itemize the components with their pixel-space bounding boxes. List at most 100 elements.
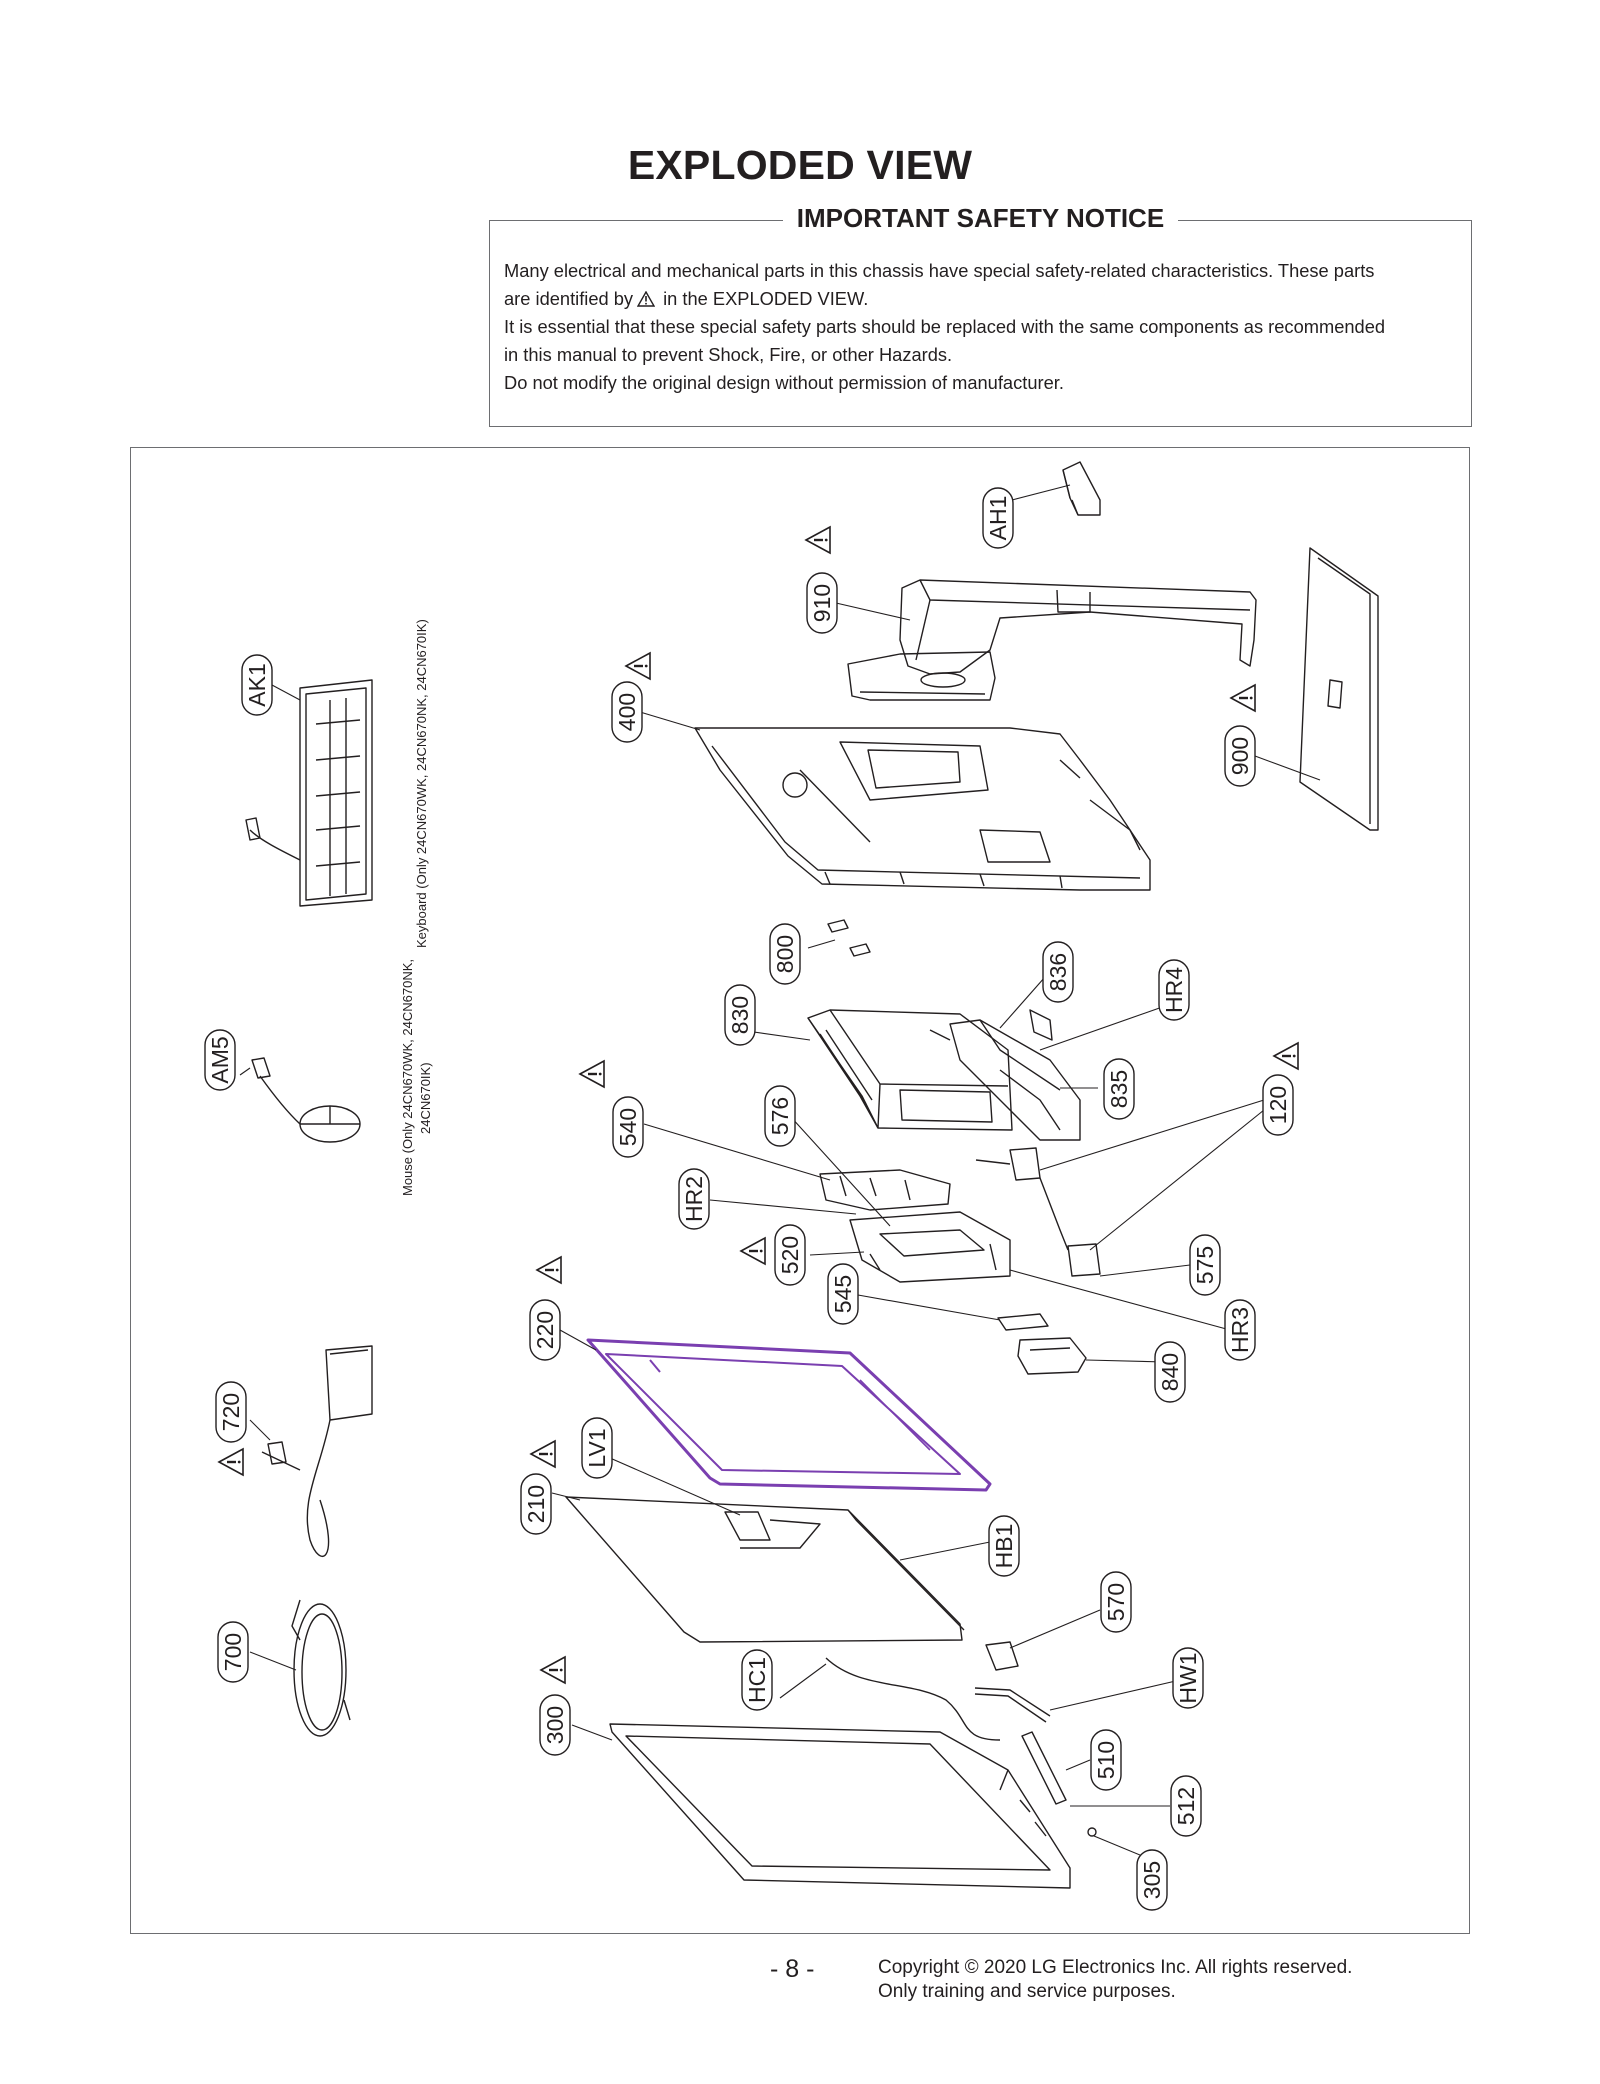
callout-ah1: AH1 bbox=[982, 487, 1014, 549]
callout-hr2: HR2 bbox=[678, 1168, 710, 1230]
warning-triangle-icon bbox=[529, 1439, 557, 1469]
mouse-note: Mouse (Only 24CN670WK, 24CN670NK, bbox=[400, 959, 415, 1196]
callout-label: 700 bbox=[220, 1633, 246, 1671]
callout-300: 300 bbox=[539, 1694, 571, 1756]
notice-line: Do not modify the original design withou… bbox=[504, 372, 1064, 393]
safety-symbols bbox=[217, 525, 1300, 1685]
warning-triangle-icon bbox=[1229, 683, 1257, 713]
callout-label: 720 bbox=[218, 1393, 244, 1431]
board-510-drawing bbox=[1021, 1731, 1067, 1805]
callout-label: 576 bbox=[767, 1097, 793, 1135]
bracket-840-drawing bbox=[1017, 1337, 1087, 1375]
callout-label: 545 bbox=[830, 1275, 856, 1313]
callout-120: 120 bbox=[1262, 1074, 1294, 1136]
copyright-text: Copyright © 2020 LG Electronics Inc. All… bbox=[878, 1957, 1353, 1978]
speakers-120-drawing bbox=[975, 1147, 1101, 1277]
callout-label: AM5 bbox=[207, 1036, 233, 1083]
base-plate-900-drawing bbox=[1299, 547, 1379, 831]
callout-540: 540 bbox=[612, 1096, 644, 1158]
shield-830-drawing bbox=[807, 1009, 1013, 1131]
callout-hb1: HB1 bbox=[988, 1515, 1020, 1577]
callout-label: AH1 bbox=[985, 496, 1011, 541]
mouse-am5-drawing bbox=[251, 1057, 361, 1143]
callout-840: 840 bbox=[1154, 1341, 1186, 1403]
callout-label: 305 bbox=[1139, 1861, 1165, 1899]
stand-arm-910-drawing bbox=[847, 579, 1257, 701]
warning-triangle-icon bbox=[1272, 1041, 1300, 1071]
callout-label: HW1 bbox=[1175, 1652, 1201, 1703]
callout-label: HC1 bbox=[744, 1657, 770, 1703]
callout-700: 700 bbox=[217, 1621, 249, 1683]
callout-label: 836 bbox=[1045, 953, 1071, 991]
bracket-ah1-drawing bbox=[1062, 461, 1101, 516]
mouse-note: 24CN670IK) bbox=[418, 1062, 433, 1134]
callout-lv1: LV1 bbox=[581, 1417, 613, 1479]
safety-notice-heading: IMPORTANT SAFETY NOTICE bbox=[782, 203, 1179, 233]
warning-triangle-icon bbox=[578, 1059, 606, 1089]
footer-copyright: Copyright © 2020 LG Electronics Inc. All… bbox=[878, 1956, 1352, 2004]
callout-570: 570 bbox=[1100, 1571, 1132, 1633]
callout-900: 900 bbox=[1224, 725, 1256, 787]
callout-label: 840 bbox=[1157, 1353, 1183, 1391]
callout-hr3: HR3 bbox=[1224, 1299, 1256, 1361]
warning-triangle-icon bbox=[804, 525, 832, 555]
page-title: EXPLODED VIEW bbox=[627, 142, 973, 188]
callout-305: 305 bbox=[1136, 1849, 1168, 1911]
callout-910: 910 bbox=[806, 572, 838, 634]
wire-hw1-drawing bbox=[974, 1687, 1051, 1723]
callout-label: 512 bbox=[1173, 1787, 1199, 1825]
callout-label: 800 bbox=[772, 935, 798, 973]
callout-830: 830 bbox=[724, 984, 756, 1046]
callout-512: 512 bbox=[1170, 1775, 1202, 1837]
callout-835: 835 bbox=[1103, 1058, 1135, 1120]
callout-label: 910 bbox=[809, 584, 835, 622]
warning-triangle-icon bbox=[217, 1447, 245, 1477]
safety-notice-box: IMPORTANT SAFETY NOTICE Many electrical … bbox=[489, 203, 1472, 427]
callout-836: 836 bbox=[1042, 941, 1074, 1003]
callout-label: 575 bbox=[1192, 1246, 1218, 1284]
callout-576: 576 bbox=[764, 1085, 796, 1147]
notice-text: in the EXPLODED VIEW. bbox=[663, 288, 869, 309]
callout-label: 300 bbox=[542, 1706, 568, 1744]
cable-hc1-drawing bbox=[825, 1657, 1001, 1741]
safety-notice-body: Many electrical and mechanical parts in … bbox=[504, 257, 1458, 397]
notice-line: Many electrical and mechanical parts in … bbox=[504, 260, 1375, 281]
callout-label: 210 bbox=[523, 1485, 549, 1523]
callout-label: HB1 bbox=[991, 1524, 1017, 1569]
keyboard-ak1-drawing bbox=[245, 679, 373, 907]
callout-720: 720 bbox=[215, 1381, 247, 1443]
adapter-720-drawing bbox=[261, 1345, 373, 1558]
middle-frame-220-drawing bbox=[586, 1338, 992, 1492]
leader-lines bbox=[239, 484, 1321, 1861]
callout-label: 120 bbox=[1265, 1086, 1291, 1124]
callout-label: 540 bbox=[615, 1108, 641, 1146]
callout-label: 570 bbox=[1103, 1583, 1129, 1621]
callout-label: HR4 bbox=[1161, 967, 1187, 1013]
callout-510: 510 bbox=[1090, 1729, 1122, 1791]
callout-label: HR3 bbox=[1227, 1307, 1253, 1353]
callout-label: 900 bbox=[1227, 737, 1253, 775]
callout-label: 520 bbox=[777, 1236, 803, 1274]
bracket-835-drawing bbox=[949, 1009, 1081, 1141]
main-board-540-drawing bbox=[819, 1169, 951, 1211]
callout-400: 400 bbox=[611, 681, 643, 743]
usage-text: Only training and service purposes. bbox=[878, 1981, 1176, 2002]
callout-hr4: HR4 bbox=[1158, 959, 1190, 1021]
main-board-520-drawing bbox=[849, 1211, 1011, 1283]
power-cord-700-drawing bbox=[291, 1599, 351, 1737]
warning-triangle-icon bbox=[637, 291, 656, 307]
callout-hc1: HC1 bbox=[741, 1649, 773, 1711]
notice-line: in this manual to prevent Shock, Fire, o… bbox=[504, 344, 953, 365]
callout-210: 210 bbox=[520, 1473, 552, 1535]
callout-label: HR2 bbox=[681, 1176, 707, 1222]
callout-label: 830 bbox=[727, 996, 753, 1034]
callout-label: 220 bbox=[532, 1311, 558, 1349]
callout-label: AK1 bbox=[244, 663, 270, 706]
callout-hw1: HW1 bbox=[1172, 1647, 1204, 1709]
callout-800: 800 bbox=[769, 923, 801, 985]
notice-line: It is essential that these special safet… bbox=[504, 316, 1386, 337]
screw-305-drawing bbox=[1087, 1827, 1097, 1837]
callout-ak1: AK1 bbox=[241, 654, 273, 716]
